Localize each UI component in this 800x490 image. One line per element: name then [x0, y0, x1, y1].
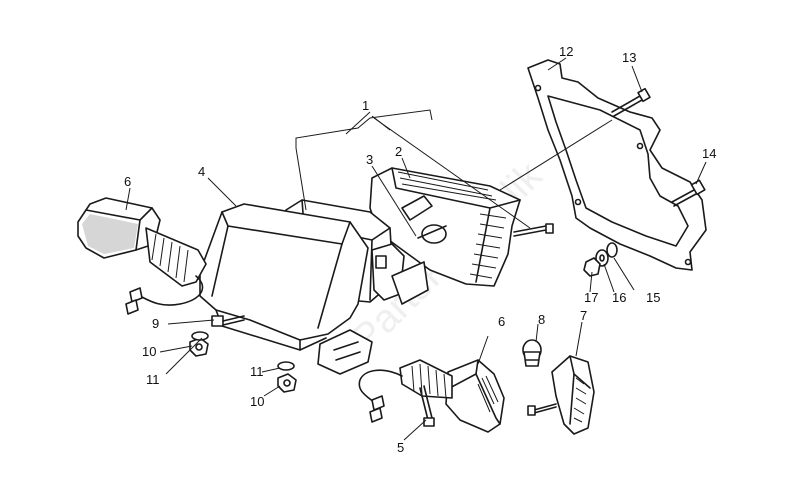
right-turn-indicator [358, 359, 505, 433]
callout-4: 4 [198, 164, 205, 179]
lamp-mounting-screw [513, 223, 554, 237]
callout-2: 2 [395, 144, 402, 159]
indicator-bulb [522, 339, 542, 367]
nut-10-right [277, 373, 297, 393]
callout-12: 12 [559, 44, 573, 59]
callout-11-left: 11 [146, 372, 160, 387]
callout-16: 16 [612, 290, 626, 305]
callout-13: 13 [622, 50, 636, 65]
side-reflector [527, 355, 595, 435]
indicator-screw [419, 385, 435, 427]
tail-light-bulb [401, 195, 447, 244]
license-plate-bracket [527, 59, 707, 271]
bracket-screw-14 [671, 179, 706, 207]
callout-11-right: 11 [250, 364, 264, 379]
left-turn-indicator [77, 197, 207, 315]
callout-15: 15 [646, 290, 660, 305]
license-light-body [199, 203, 373, 375]
callout-5: 5 [397, 440, 404, 455]
callout-14: 14 [702, 146, 716, 161]
callout-9: 9 [152, 316, 159, 331]
bolt-9 [211, 315, 245, 327]
callout-1: 1 [362, 98, 369, 113]
callout-10-left: 10 [142, 344, 156, 359]
callout-8: 8 [538, 312, 545, 327]
washer-11-left [191, 331, 209, 341]
bracket-screw-13 [611, 87, 651, 117]
group-1-bracket [295, 109, 433, 148]
callout-7: 7 [580, 308, 587, 323]
callout-3: 3 [366, 152, 373, 167]
leader-lines [125, 57, 707, 441]
callout-6-right: 6 [498, 314, 505, 329]
callout-10-right: 10 [250, 394, 264, 409]
callout-17: 17 [584, 290, 598, 305]
nut-washer-set [583, 242, 618, 277]
washer-11-right [277, 361, 295, 371]
callout-6-left: 6 [124, 174, 131, 189]
